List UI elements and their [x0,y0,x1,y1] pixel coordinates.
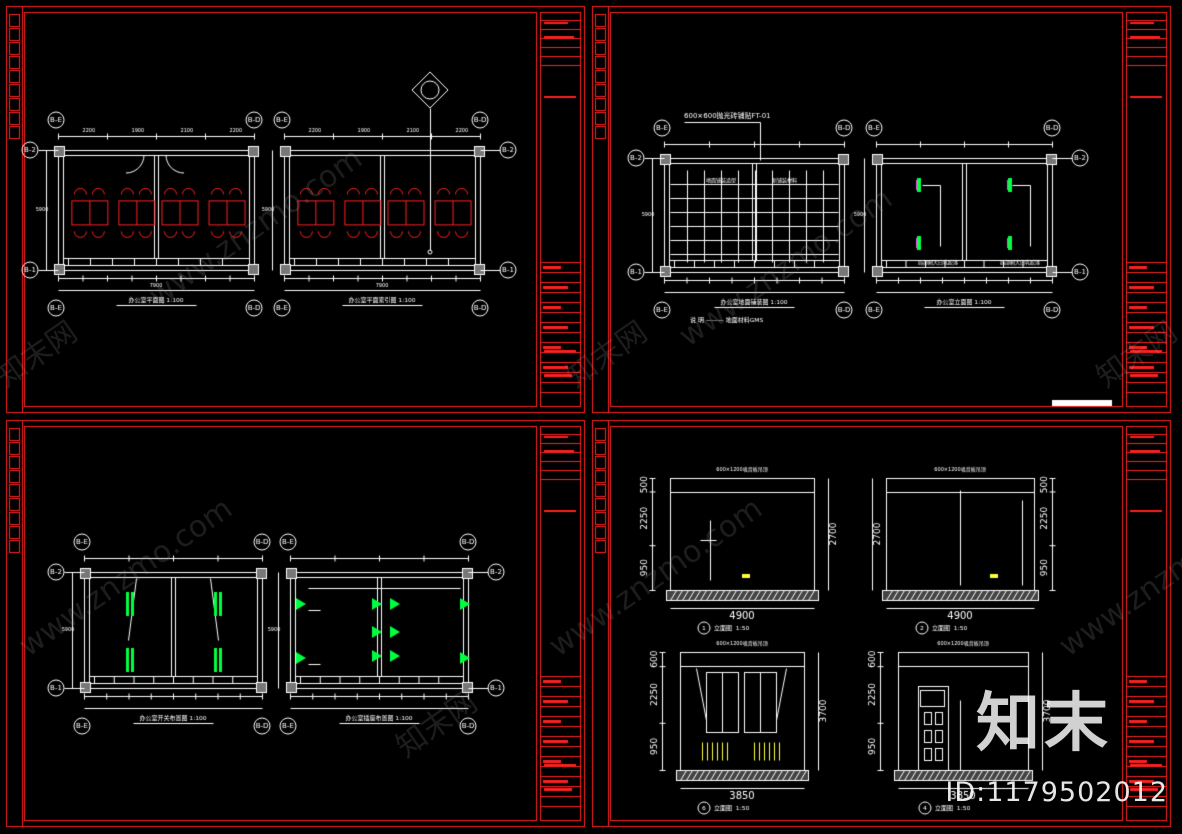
cad-drawing-canvas [0,0,1182,834]
